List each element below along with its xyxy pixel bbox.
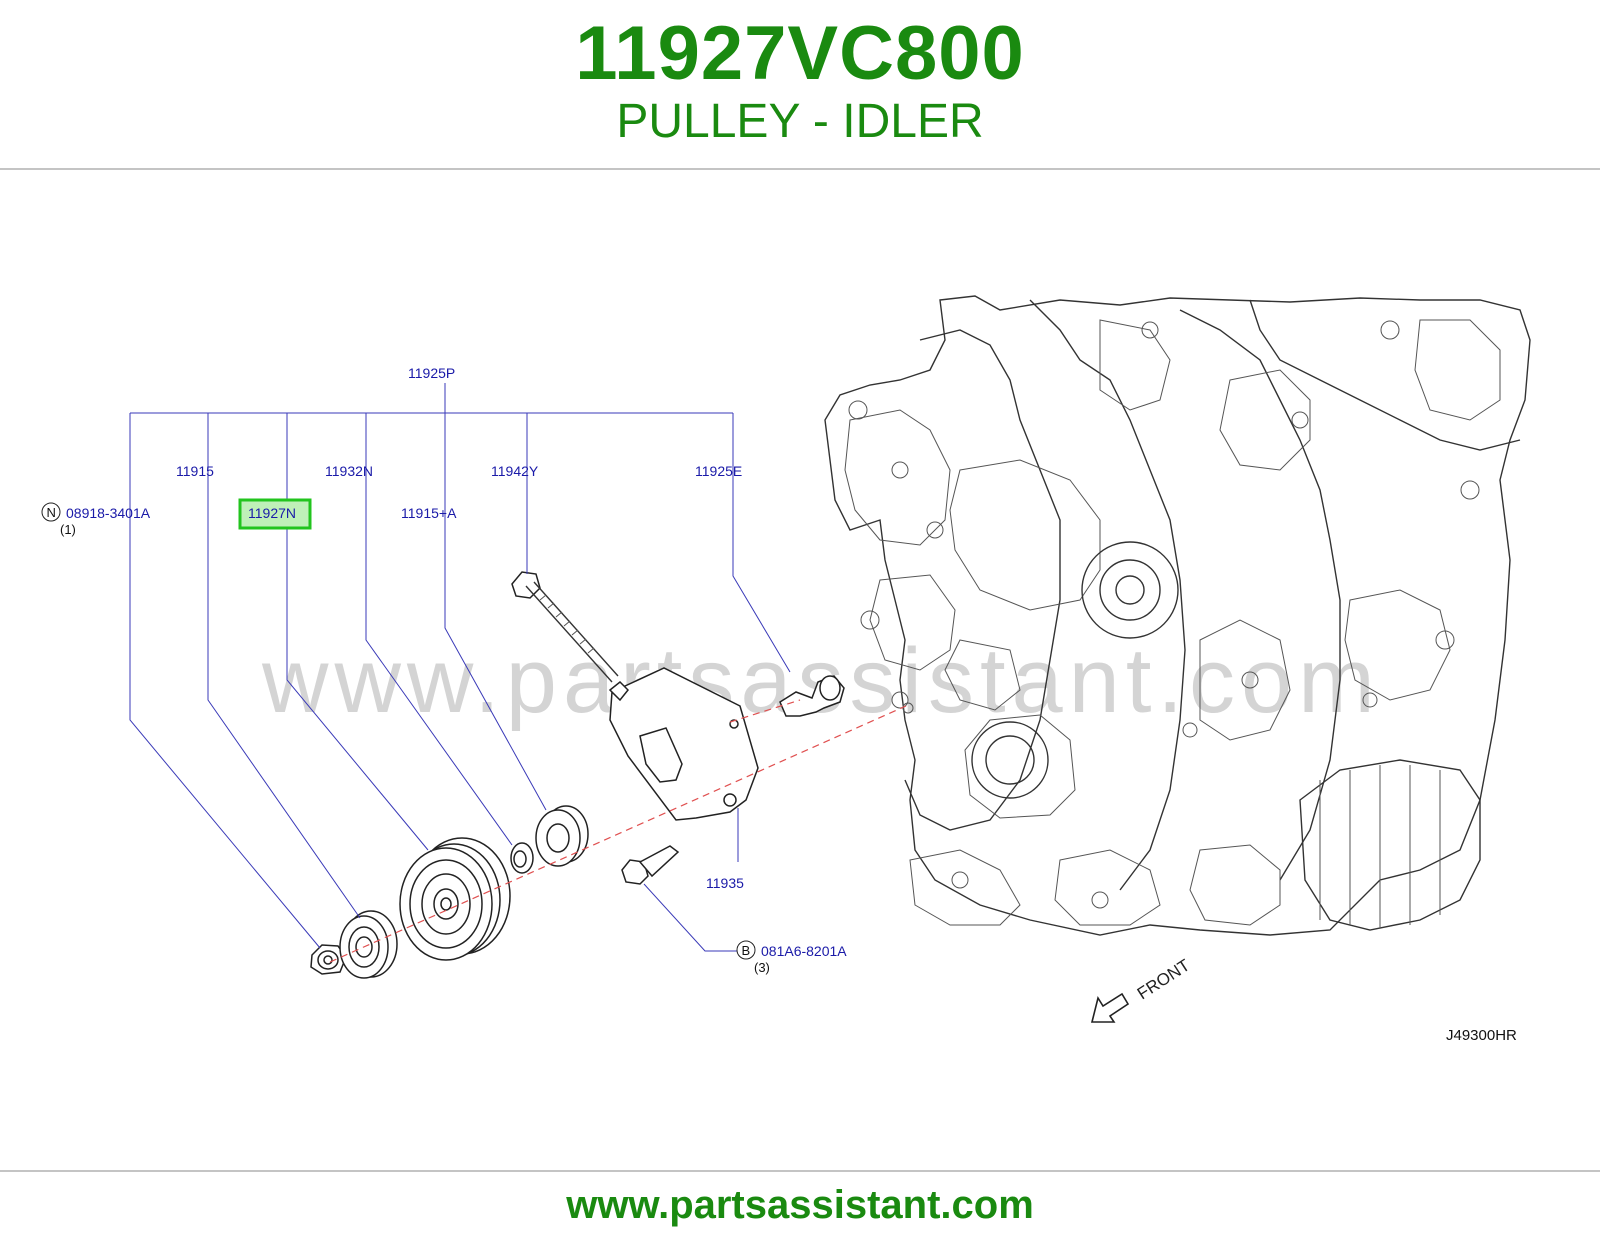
exploded-parts [310,571,907,979]
small-spacer-part [510,842,534,874]
nut-type-badge [41,502,61,522]
header-divider [0,168,1600,170]
callout-11927n[interactable]: 11927N [248,505,296,521]
callout-11915[interactable]: 11915 [176,463,214,479]
front-direction-indicator: FRONT [1090,956,1193,1023]
flange-bolt-part [621,845,680,885]
callout-11942y[interactable]: 11942Y [491,463,539,479]
bolt-type-badge [736,940,756,960]
page-header: 11927VC800 PULLEY - IDLER [0,0,1600,168]
long-bolt-part [511,571,619,683]
callout-11932n[interactable]: 11932N [325,463,373,479]
callout-11925p[interactable]: 11925P [408,365,455,381]
watermark-text: www.partsassistant.com [261,630,1381,732]
callout-11915a[interactable]: 11915+A [401,505,457,521]
large-spacer-part [535,805,589,867]
part-number-title: 11927VC800 [575,11,1025,96]
callout-08918-3401a[interactable]: 08918-3401A [66,505,151,521]
nut-type-letter: N [47,505,56,520]
bolt-type-letter: B [742,943,751,958]
callout-08918-qty: (1) [60,522,76,537]
callout-11935[interactable]: 11935 [706,875,744,891]
footer-website-link[interactable]: www.partsassistant.com [566,1183,1034,1227]
assembly-axis-line [329,705,907,963]
stud-axis-line [729,699,801,723]
engine-block-illustration [824,295,1531,936]
front-label: FRONT [1134,956,1193,1004]
highlighted-part-box [238,498,312,530]
bracket-part [608,667,759,821]
nut-part [310,944,347,975]
callout-labels: 11925P 11915 11932N 11942Y 11925E 11927N… [41,365,847,975]
callout-11925e[interactable]: 11925E [695,463,742,479]
diagram-code: J49300HR [1446,1027,1517,1044]
callout-081a6-8201a[interactable]: 081A6-8201A [761,943,847,959]
callout-081a6-qty: (3) [754,960,770,975]
front-arrow-icon [1090,992,1130,1023]
footer-divider [0,1170,1600,1172]
idler-pulley-part [399,837,511,961]
stud-part [779,675,845,717]
part-name-subtitle: PULLEY - IDLER [616,95,984,148]
